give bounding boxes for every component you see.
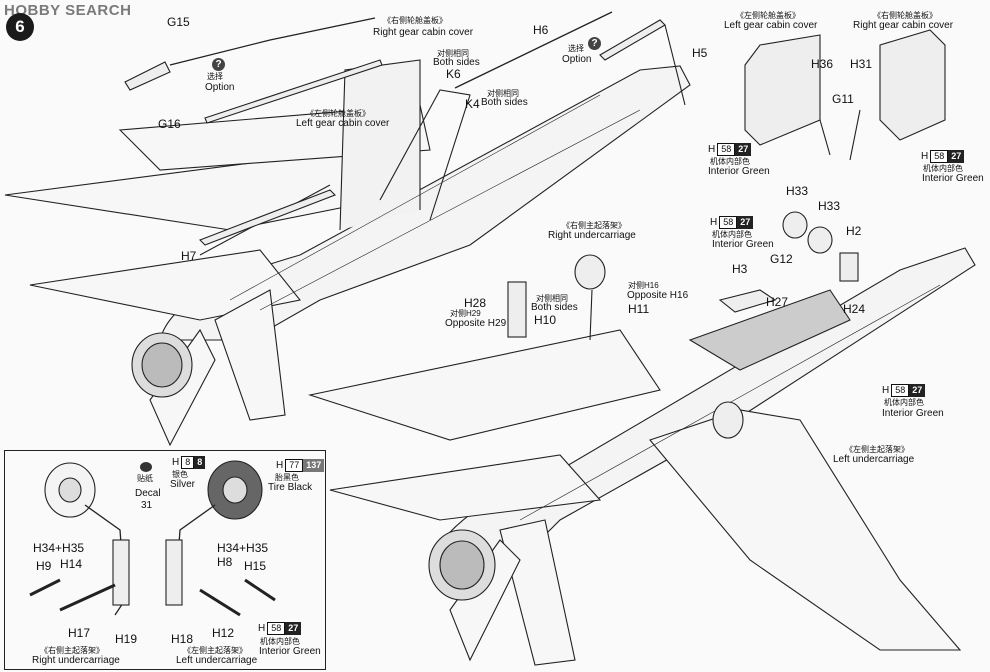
part-label-g15: G15 [167, 15, 190, 29]
interior-en-3: Interior Green [712, 239, 774, 250]
step-number-badge: 6 [6, 13, 34, 41]
opp-h29-en: Opposite H29 [445, 318, 507, 329]
both-sides-cn: 对侧相同 [437, 49, 469, 58]
part-label-h36: H36 [811, 57, 834, 71]
right-cover-cn-2: 《右侧轮舱盖板》 [873, 11, 937, 20]
interior-cn-2: 机体内部色 [923, 164, 963, 173]
decal-en: Decal [135, 488, 161, 499]
part-label-h15: H15 [244, 559, 267, 573]
part-label-g12: G12 [770, 252, 793, 266]
interior-cn-1: 机体内部色 [710, 157, 750, 166]
part-label-h28: H28 [464, 296, 487, 310]
part-label-h18: H18 [171, 632, 194, 646]
left-uc-cn: 《左侧主起落架》 [845, 445, 909, 454]
part-label-h11: H11 [628, 302, 650, 316]
part-label-h2: H2 [846, 224, 862, 238]
part-label-h27: H27 [766, 295, 789, 309]
decal-icon [140, 462, 152, 472]
both-sides-cn-2: 对侧相同 [487, 89, 519, 98]
part-label-h10: H10 [534, 313, 557, 327]
interior-en-2: Interior Green [922, 173, 984, 184]
right-uc-cn: 《右侧主起落架》 [562, 221, 626, 230]
both-sides-cn-3: 对侧相同 [536, 294, 568, 303]
option-question-icon: ? [212, 58, 225, 71]
opp-h29-cn: 对侧H29 [450, 309, 481, 318]
part-label-k6: K6 [446, 67, 461, 81]
part-label-h31: H31 [850, 57, 873, 71]
part-label-h8: H8 [217, 555, 233, 569]
part-label-h9: H9 [36, 559, 52, 573]
part-label-h3: H3 [732, 262, 748, 276]
part-label-h33b: H33 [818, 199, 841, 213]
part-label-h17: H17 [68, 626, 91, 640]
left-cover-cn-2: 《左侧轮舱盖板》 [736, 11, 800, 20]
undercarriage-parts [507, 211, 859, 439]
interior-en-1: Interior Green [708, 166, 770, 177]
part-label-h34-h35-left: H34+H35 [33, 541, 85, 555]
part-label-h5: H5 [692, 46, 708, 60]
part-label-g16: G16 [158, 117, 181, 131]
left-cover-en-2: Left gear cabin cover [724, 20, 818, 31]
part-label-h33a: H33 [786, 184, 809, 198]
option-question-icon-2: ? [588, 37, 601, 50]
opp-h16-en: Opposite H16 [627, 290, 689, 301]
right-uc-en: Right undercarriage [548, 230, 636, 241]
right-cover-en-2: Right gear cabin cover [853, 20, 954, 31]
left-uc-en-2: Left undercarriage [176, 655, 258, 666]
silver-cn: 银色 [172, 470, 188, 479]
brand-logo: HOBBY SEARCH [4, 2, 132, 19]
tire-cn: 胎黑色 [275, 473, 299, 482]
interior-cn-3: 机体内部色 [712, 230, 752, 239]
interior-en-5: Interior Green [259, 646, 321, 657]
probe-option-parts [124, 11, 686, 246]
option-cn: 选择 [207, 72, 223, 81]
right-cover-cn: 《右侧轮舱盖板》 [383, 16, 447, 25]
interior-cn-5: 机体内部色 [260, 637, 300, 646]
part-label-g11: G11 [832, 92, 854, 106]
part-label-h12: H12 [212, 626, 235, 640]
right-uc-cn-2: 《右侧主起落架》 [40, 646, 104, 655]
right-cover-en: Right gear cabin cover [373, 27, 474, 38]
part-label-h24: H24 [843, 302, 866, 316]
lower-aircraft [307, 247, 976, 666]
part-label-h19: H19 [115, 632, 138, 646]
right-uc-en-2: Right undercarriage [32, 655, 120, 666]
silver-en: Silver [170, 479, 196, 490]
left-uc-en: Left undercarriage [833, 454, 915, 465]
interior-en-4: Interior Green [882, 408, 944, 419]
interior-cn-4: 机体内部色 [884, 398, 924, 407]
both-sides-en: Both sides [433, 57, 480, 68]
gear-cabin-covers [744, 29, 946, 161]
tire-en: Tire Black [268, 482, 313, 493]
part-label-k4: K4 [465, 97, 480, 111]
decal-cn: 贴纸 [137, 474, 153, 483]
opp-h16-cn: 对侧H16 [628, 281, 659, 290]
left-cover-en: Left gear cabin cover [296, 118, 390, 129]
part-label-h7: H7 [181, 249, 197, 263]
part-label-h34-h35-right: H34+H35 [217, 541, 269, 555]
part-label-h6: H6 [533, 23, 549, 37]
both-sides-en-2: Both sides [481, 97, 528, 108]
left-cover-cn: 《左侧轮舱盖板》 [306, 109, 370, 118]
option-en-2: Option [562, 54, 592, 65]
option-en: Option [205, 82, 235, 93]
option-cn-2: 选择 [568, 44, 584, 53]
both-sides-en-3: Both sides [531, 302, 578, 313]
left-uc-cn-2: 《左侧主起落架》 [183, 646, 247, 655]
decal-number: 31 [141, 500, 153, 511]
detail-inset-box [4, 450, 326, 670]
inset-undercarriage [29, 460, 276, 617]
part-label-h14: H14 [60, 557, 83, 571]
